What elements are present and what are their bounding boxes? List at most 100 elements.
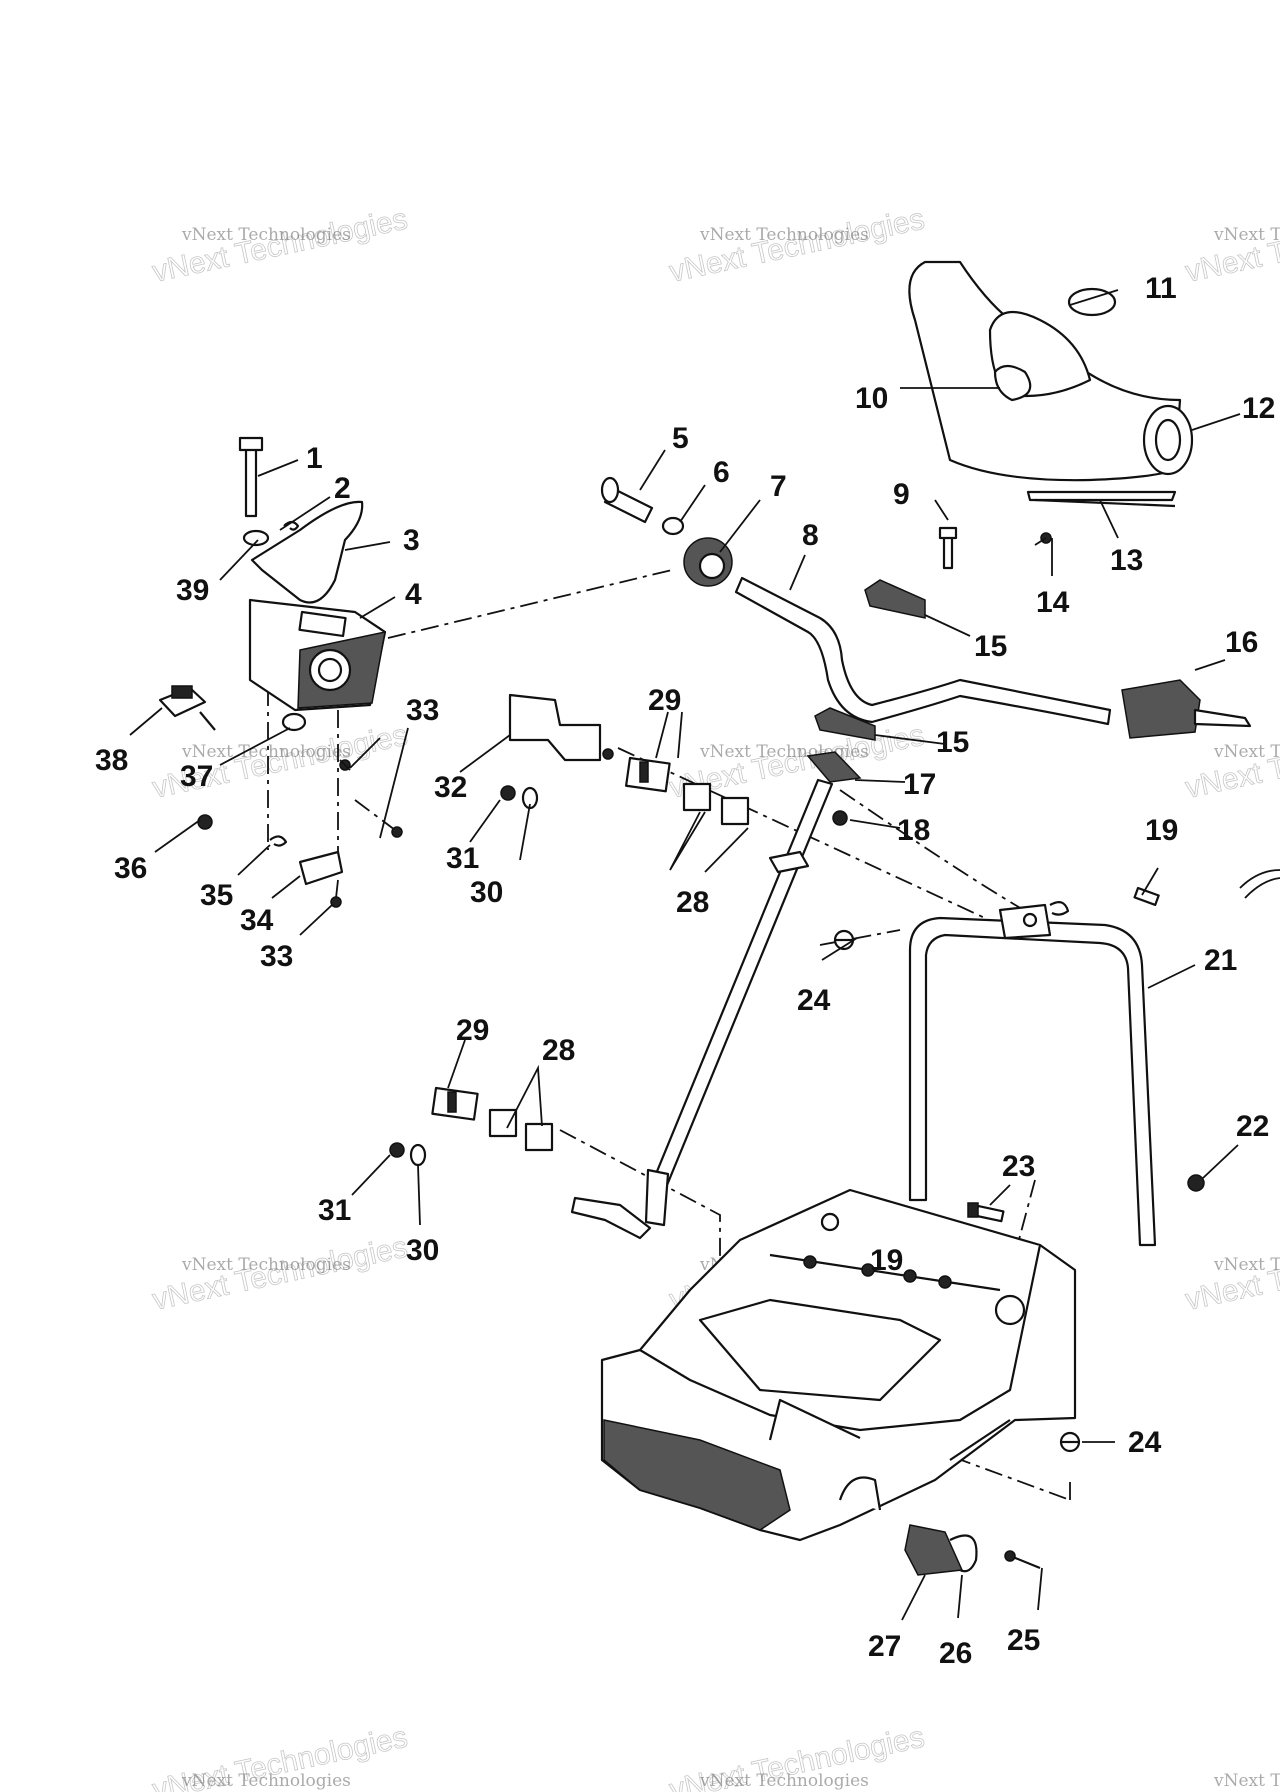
callout-label: 11 bbox=[1145, 272, 1177, 305]
callout-label: 10 bbox=[855, 382, 888, 415]
headlight-housing-part-4 bbox=[248, 598, 387, 712]
steering-hoop-part-21 bbox=[908, 900, 1157, 1247]
ring-part-6 bbox=[661, 516, 685, 536]
washer-part-37 bbox=[281, 712, 307, 732]
callout-label: 7 bbox=[770, 470, 787, 503]
watermark: vNext Technologies vNext Technologies bbox=[149, 202, 411, 289]
callout-label: 22 bbox=[1236, 1110, 1269, 1143]
callout-label: 15 bbox=[974, 630, 1007, 663]
watermark-small-text: vNext Technologies bbox=[699, 742, 869, 762]
watermark-small-text: vNext Technologies bbox=[1213, 225, 1280, 245]
bolt-part-19 bbox=[1133, 886, 1160, 907]
bushing-part-28 bbox=[488, 1108, 554, 1152]
watermark-small-text: vNext Technologies bbox=[181, 1771, 351, 1791]
hand-control-part-16 bbox=[1121, 679, 1252, 739]
callout-label: 39 bbox=[176, 574, 209, 607]
nut-part-18 bbox=[832, 810, 848, 826]
watermark-small-text: vNext Technologies bbox=[1213, 742, 1280, 762]
nut-part-36 bbox=[197, 814, 213, 830]
callout-label: 29 bbox=[456, 1014, 489, 1047]
fastener-part-24 bbox=[1059, 1431, 1081, 1453]
bushing-part-28 bbox=[682, 782, 750, 826]
callout-label: 29 bbox=[648, 684, 681, 717]
callout-label: 31 bbox=[318, 1194, 351, 1227]
watermark-small-text: vNext Technologies bbox=[181, 742, 351, 762]
watermark-small-text: vNext Technologies bbox=[699, 1771, 869, 1791]
callout-label: 30 bbox=[470, 876, 503, 909]
watermark-large-text: vNext Technologies bbox=[667, 203, 928, 289]
callout-label: 5 bbox=[672, 422, 689, 455]
steering-post bbox=[570, 778, 834, 1240]
callout-label: 28 bbox=[676, 886, 709, 919]
emblem-part-11 bbox=[1067, 287, 1117, 317]
callout-label: 4 bbox=[405, 578, 422, 611]
callout-label: 3 bbox=[403, 524, 420, 557]
callout-labels: 1 2 3 4 5 6 7 8 9 10 11 12 13 14 15 15 1… bbox=[95, 272, 1275, 1670]
watermark-large-text: vNext Technologies bbox=[150, 203, 411, 289]
bolt-part-1 bbox=[238, 436, 264, 518]
handlebar-part-8 bbox=[734, 576, 1112, 726]
seat-assembly bbox=[908, 260, 1194, 546]
hose-fragment bbox=[1239, 869, 1280, 899]
callout-label: 33 bbox=[406, 694, 439, 727]
fastener-part-24 bbox=[833, 929, 855, 951]
watermark: vNext Technologies vNext Technologies bbox=[1182, 718, 1280, 805]
nut-part-31 bbox=[500, 785, 516, 801]
callout-label: 36 bbox=[114, 852, 147, 885]
callout-label: 33 bbox=[260, 940, 293, 973]
watermark-small-text: vNext Technologies bbox=[181, 1255, 351, 1275]
pin-part-5 bbox=[600, 476, 654, 524]
steering-plate-part-17 bbox=[806, 751, 862, 783]
watermark: vNext Technologies bbox=[1213, 1771, 1280, 1791]
washer-part-30 bbox=[409, 1143, 427, 1167]
washer-part-39 bbox=[242, 529, 270, 547]
callout-label: 31 bbox=[446, 842, 479, 875]
watermark-small-text: vNext Technologies bbox=[1213, 1255, 1280, 1275]
callout-label: 34 bbox=[240, 904, 274, 937]
clip-part-35 bbox=[269, 835, 288, 847]
callout-label: 16 bbox=[1225, 626, 1258, 659]
plate-part-34 bbox=[298, 850, 344, 886]
watermark-large-text: vNext Technologies bbox=[1183, 203, 1280, 289]
callout-label: 24 bbox=[797, 984, 831, 1017]
callout-label: 25 bbox=[1007, 1624, 1040, 1657]
clip-part-2 bbox=[283, 520, 300, 531]
screw-part-14 bbox=[1034, 532, 1052, 546]
callout-label: 21 bbox=[1204, 944, 1237, 977]
reflector-part-27 bbox=[904, 1524, 964, 1576]
callout-label: 6 bbox=[713, 456, 730, 489]
callout-label: 32 bbox=[434, 771, 467, 804]
nut-part-31 bbox=[389, 1142, 405, 1158]
callout-label: 19 bbox=[1145, 814, 1178, 847]
watermark-small-text: vNext Technologies bbox=[699, 225, 869, 245]
callout-label: 23 bbox=[1002, 1150, 1035, 1183]
callout-label: 9 bbox=[893, 478, 910, 511]
bushing-part-29 bbox=[602, 748, 671, 793]
callout-label: 28 bbox=[542, 1034, 575, 1067]
callout-label: 2 bbox=[334, 472, 351, 505]
watermark: vNext Technologies vNext Technologies bbox=[666, 1720, 928, 1792]
screw-part-25 bbox=[1004, 1550, 1041, 1570]
callout-label: 18 bbox=[897, 814, 930, 847]
callout-label: 12 bbox=[1242, 392, 1275, 425]
collar-part-7 bbox=[683, 537, 733, 587]
callout-label: 26 bbox=[939, 1637, 972, 1670]
switch-part-38 bbox=[158, 685, 216, 731]
screw-part-33 bbox=[330, 879, 342, 908]
callout-label: 17 bbox=[903, 768, 936, 801]
strip-part-13 bbox=[1026, 490, 1177, 502]
clamp-part-15 bbox=[814, 707, 876, 741]
callout-label: 19 bbox=[870, 1244, 903, 1277]
callout-label: 14 bbox=[1036, 586, 1070, 619]
callout-label: 35 bbox=[200, 879, 233, 912]
callout-label: 1 bbox=[306, 442, 323, 475]
callout-label: 24 bbox=[1128, 1426, 1162, 1459]
callout-label: 15 bbox=[936, 726, 969, 759]
callout-label: 37 bbox=[180, 760, 213, 793]
clamp-part-15 bbox=[864, 579, 926, 619]
callout-label: 13 bbox=[1110, 544, 1143, 577]
callout-label: 27 bbox=[868, 1630, 901, 1663]
patch-part-10 bbox=[993, 364, 1032, 402]
nut-part-22 bbox=[1187, 1174, 1205, 1192]
bolt-part-9 bbox=[938, 526, 958, 570]
